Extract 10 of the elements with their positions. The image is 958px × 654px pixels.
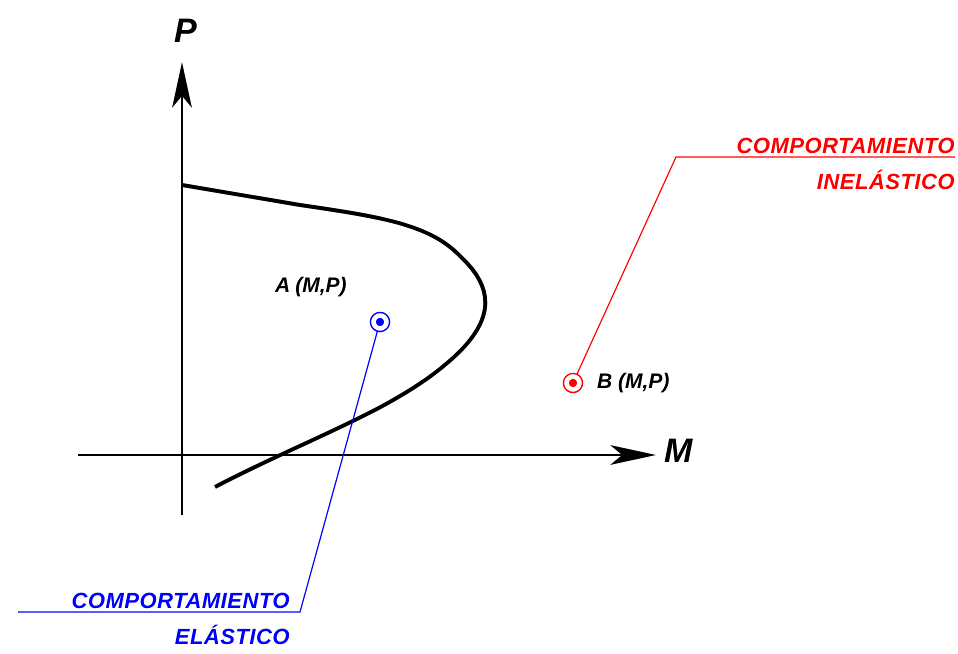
leader-line bbox=[18, 331, 378, 613]
point-label: B (M,P) bbox=[597, 370, 670, 394]
axis-label: P bbox=[174, 12, 197, 51]
callout-text: COMPORTAMIENTO ELÁSTICO bbox=[18, 583, 290, 654]
callout-text: COMPORTAMIENTO INELÁSTICO bbox=[683, 128, 955, 200]
axis-label: M bbox=[664, 432, 692, 471]
point-marker bbox=[562, 372, 584, 394]
leader-line bbox=[576, 156, 955, 374]
point-label: A (M,P) bbox=[275, 274, 347, 298]
point-marker bbox=[369, 311, 391, 333]
